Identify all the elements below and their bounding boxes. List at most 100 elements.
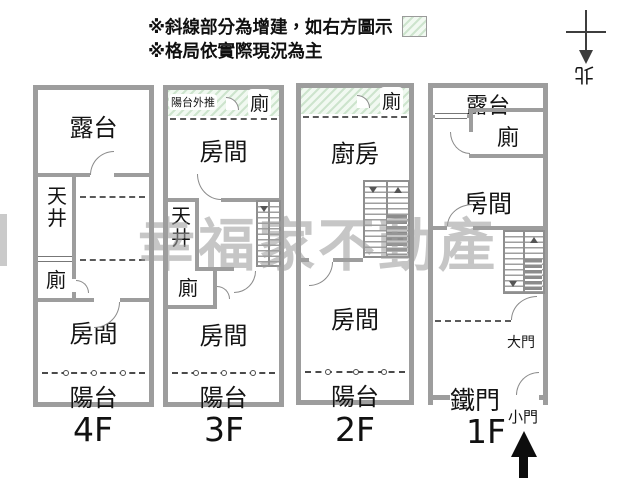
window-symbol bbox=[38, 256, 72, 262]
room-label-lightwell-4f: 天井 bbox=[47, 184, 67, 230]
door-arc bbox=[516, 372, 539, 395]
window-knob bbox=[381, 369, 387, 375]
note-2-text: ※格局依實際現況為主 bbox=[148, 42, 323, 62]
window-symbol bbox=[435, 113, 467, 119]
note-1-text: ※斜線部分為增建，如右方圖示 bbox=[148, 18, 393, 38]
dashed-line bbox=[170, 118, 277, 120]
addition-hatch-legend-swatch bbox=[401, 16, 427, 37]
note-line-1: ※斜線部分為增建，如右方圖示 bbox=[148, 14, 427, 39]
door-arc bbox=[511, 296, 537, 320]
floor-plan-1f: 露台 廁 房間 大門 bbox=[428, 83, 548, 405]
room-label-terrace-1f: 露台 bbox=[465, 94, 510, 119]
room-label-balcony-extension-3f: 陽台外推 bbox=[169, 94, 217, 110]
room-label-room-1f: 房間 bbox=[464, 190, 512, 218]
room-label-toilet-upper-3f: 廁 bbox=[248, 89, 272, 116]
floor-label-2f: 2F bbox=[335, 410, 375, 449]
wall bbox=[213, 269, 217, 307]
stair-divider bbox=[385, 182, 388, 256]
stair-arrow-icon bbox=[530, 237, 538, 243]
window-knob bbox=[62, 370, 69, 376]
stair-arrow-icon bbox=[394, 187, 402, 193]
room-label-room-upper-3f: 房間 bbox=[199, 138, 248, 166]
wall bbox=[38, 298, 94, 302]
wall bbox=[539, 395, 543, 400]
wall bbox=[72, 173, 76, 279]
compass: 北 bbox=[560, 6, 612, 87]
compass-north-label: 北 bbox=[574, 63, 594, 87]
stair-shaded-run bbox=[524, 259, 542, 291]
window-knob bbox=[221, 370, 228, 376]
door-arc bbox=[217, 286, 230, 299]
door-arc bbox=[309, 262, 333, 286]
room-label-iron-gate-1f: 鐵門 bbox=[450, 386, 501, 415]
room-label-toilet-4f: 廁 bbox=[46, 268, 66, 292]
wall bbox=[72, 292, 76, 302]
dashed-line bbox=[80, 259, 145, 261]
room-label-balcony-4f: 陽台 bbox=[69, 384, 118, 412]
wall bbox=[333, 258, 363, 262]
floor-label-3f: 3F bbox=[204, 410, 244, 449]
window-knob bbox=[250, 370, 257, 376]
wall bbox=[114, 173, 149, 177]
stair-divider bbox=[523, 232, 525, 292]
door-arc bbox=[450, 132, 470, 154]
room-label-room-2f: 房間 bbox=[331, 306, 379, 334]
room-label-kitchen-2f: 廚房 bbox=[331, 140, 379, 168]
room-label-small-door-1f: 小門 bbox=[508, 408, 539, 426]
watermark-fragment bbox=[0, 214, 7, 266]
window-knob bbox=[120, 370, 127, 376]
wall bbox=[433, 395, 450, 400]
room-label-balcony-3f: 陽台 bbox=[199, 384, 248, 412]
room-label-main-door-1f: 大門 bbox=[507, 335, 535, 351]
compass-arrow-icon bbox=[579, 50, 593, 64]
wall bbox=[120, 298, 149, 302]
wall bbox=[38, 173, 90, 177]
floor-plan-2f: 廁 廚房 房間 陽台 bbox=[296, 83, 414, 411]
floor-plan-3f: 陽台外推 廁 房間 天井 廁 房間 陽台 bbox=[163, 85, 284, 412]
floor-label-4f: 4F bbox=[73, 410, 113, 449]
entrance-arrow-icon bbox=[511, 431, 537, 457]
door-arc bbox=[357, 95, 370, 108]
addition-hatch-area-2f: 廁 bbox=[301, 87, 409, 114]
floor-label-1f: 1F bbox=[466, 412, 506, 451]
compass-crossbar-icon bbox=[566, 31, 606, 33]
wall bbox=[195, 198, 199, 267]
staircase-1f bbox=[503, 230, 545, 294]
wall bbox=[433, 226, 447, 230]
room-label-balcony-2f: 陽台 bbox=[331, 383, 379, 411]
wall bbox=[168, 305, 217, 309]
window-knob bbox=[91, 370, 98, 376]
window-knob bbox=[192, 370, 199, 376]
room-label-room-lower-3f: 房間 bbox=[199, 322, 248, 350]
floor-plan-4f: 露台 天井 廁 房間 陽台 bbox=[33, 85, 154, 412]
sliding-window-line bbox=[42, 370, 145, 376]
wall bbox=[473, 226, 543, 230]
note-line-2: ※格局依實際現況為主 bbox=[148, 38, 323, 63]
staircase-2f bbox=[363, 180, 410, 258]
sliding-window-line bbox=[305, 369, 405, 375]
dashed-line bbox=[435, 320, 511, 322]
door-arc bbox=[76, 280, 89, 293]
dashed-line bbox=[80, 196, 145, 198]
door-gap bbox=[469, 132, 473, 154]
entrance-arrow-stem bbox=[519, 455, 528, 478]
door-arc bbox=[90, 151, 114, 175]
staircase-3f bbox=[256, 200, 281, 267]
stair-shaded-run bbox=[387, 215, 407, 255]
room-label-toilet-lower-3f: 廁 bbox=[178, 276, 198, 300]
stair-arrow-icon bbox=[369, 187, 377, 193]
door-arc bbox=[234, 271, 256, 293]
stair-divider bbox=[267, 202, 270, 265]
stair-arrow-icon bbox=[509, 281, 517, 287]
toilet-room-1f: 廁 bbox=[469, 108, 543, 158]
wall bbox=[301, 258, 309, 262]
room-label-toilet-2f: 廁 bbox=[380, 87, 404, 114]
stair-arrow-icon bbox=[260, 206, 268, 212]
window-knob bbox=[353, 369, 359, 375]
room-label-room-4f: 房間 bbox=[69, 320, 118, 348]
room-label-lightwell-3f: 天井 bbox=[171, 204, 191, 250]
wall bbox=[221, 198, 279, 202]
addition-hatch-area-3f: 陽台外推 廁 bbox=[168, 89, 279, 116]
door-arc bbox=[226, 97, 239, 110]
